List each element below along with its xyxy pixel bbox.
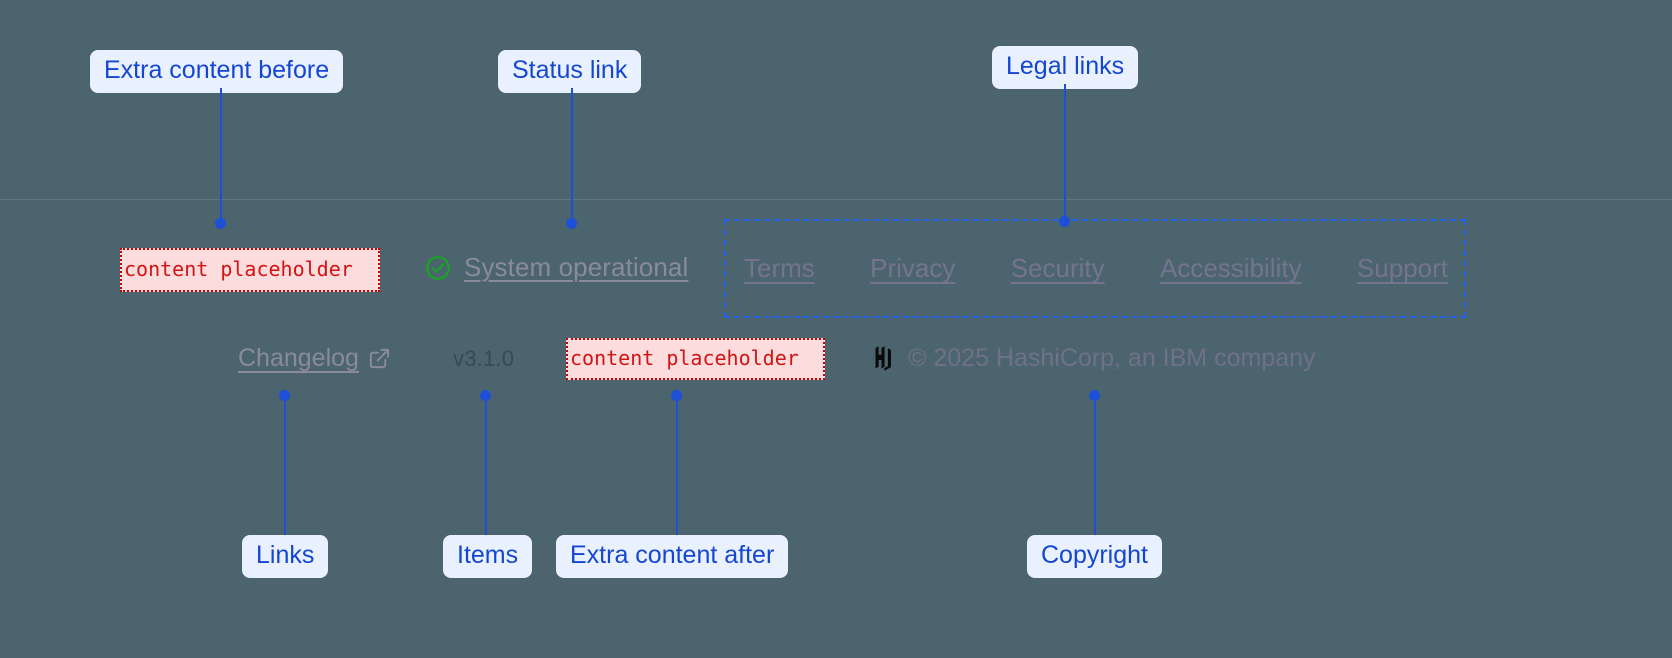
annotation-anchor-dot <box>215 218 226 229</box>
annotation-anchor-dot <box>1089 390 1100 401</box>
annotation-anchor-dot <box>1059 216 1070 227</box>
legal-links-group: Terms Privacy Security Accessibility Sup… <box>724 219 1466 318</box>
legal-link-support[interactable]: Support <box>1356 253 1448 283</box>
hashicorp-logo <box>869 345 894 372</box>
annotation-leader-line <box>1094 396 1096 536</box>
annotation-items: Items <box>443 535 533 578</box>
annotation-leader-line <box>571 88 573 223</box>
legal-link-security[interactable]: Security <box>1010 253 1105 283</box>
annotation-anchor-dot <box>566 218 577 229</box>
extra-content-after-placeholder: content placeholder <box>566 338 825 380</box>
status-link[interactable]: System operational <box>424 252 688 283</box>
copyright-block: © 2025 HashiCorp, an IBM company <box>869 344 1316 373</box>
annotation-leader-line <box>676 396 678 536</box>
annotation-links: Links <box>242 535 329 578</box>
legal-link-terms[interactable]: Terms <box>744 253 815 283</box>
annotation-extra-content-before: Extra content before <box>90 50 344 93</box>
annotation-anchor-dot <box>671 390 682 401</box>
annotation-leader-line <box>220 88 222 223</box>
legal-link-accessibility[interactable]: Accessibility <box>1159 253 1302 283</box>
annotation-leader-line <box>284 396 286 536</box>
status-link-label: System operational <box>464 252 689 282</box>
extra-content-before-placeholder: content placeholder <box>120 248 380 292</box>
legal-link-privacy[interactable]: Privacy <box>870 253 956 283</box>
version-item: v3.1.0 <box>453 346 515 371</box>
changelog-link[interactable]: Changelog <box>238 344 391 373</box>
footer-top-divider <box>0 199 1672 200</box>
copyright-text: © 2025 HashiCorp, an IBM company <box>908 344 1316 372</box>
annotation-legal-links: Legal links <box>992 46 1139 89</box>
annotation-anchor-dot <box>480 390 491 401</box>
annotation-anchor-dot <box>279 390 290 401</box>
annotation-status-link: Status link <box>498 50 642 93</box>
external-link-icon <box>368 347 391 370</box>
annotation-extra-content-after: Extra content after <box>556 535 789 578</box>
check-circle-icon <box>424 254 452 282</box>
annotation-leader-line <box>1064 84 1066 221</box>
annotation-leader-line <box>485 396 487 536</box>
changelog-label: Changelog <box>238 344 359 372</box>
annotation-copyright: Copyright <box>1027 535 1162 578</box>
